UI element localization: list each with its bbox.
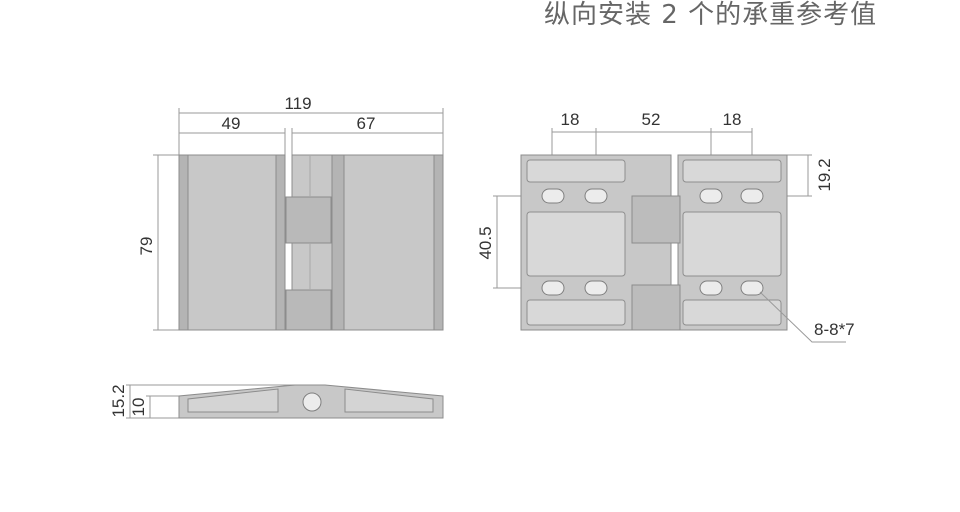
hole-spec-label: 8-8*7	[814, 320, 855, 339]
right-leaf	[331, 154, 444, 331]
mount-hole	[541, 188, 565, 204]
mount-hole	[740, 188, 764, 204]
dim-spacing-right: 18	[723, 110, 742, 129]
dim-slot-height: 19.2	[815, 158, 834, 191]
back-view: 18 52 18 19.2 40.5	[476, 110, 855, 343]
mount-hole	[740, 280, 764, 296]
dim-spacing-center: 52	[642, 110, 661, 129]
mount-hole	[541, 280, 565, 296]
dim-total-width: 119	[284, 94, 311, 113]
mount-hole	[584, 280, 608, 296]
dim-spacing-left: 18	[561, 110, 580, 129]
pin-circle-icon	[302, 392, 322, 412]
dim-total-thickness: 15.2	[109, 384, 128, 417]
mount-hole	[699, 188, 723, 204]
back-knuckle-2	[631, 284, 681, 331]
mount-hole	[584, 188, 608, 204]
left-leaf	[178, 154, 286, 331]
dim-leaf-thickness: 10	[129, 398, 148, 417]
dim-right-width: 67	[357, 114, 376, 133]
dim-hole-vertical: 40.5	[476, 226, 495, 259]
side-view: 15.2 10	[109, 384, 444, 419]
front-view: 119 49 67 79	[137, 94, 444, 331]
page-title: 纵向安装 2 个的承重参考值	[544, 0, 878, 30]
dim-left-width: 49	[222, 114, 241, 133]
back-knuckle-1	[631, 195, 681, 244]
dim-height: 79	[137, 237, 156, 256]
mount-hole	[699, 280, 723, 296]
